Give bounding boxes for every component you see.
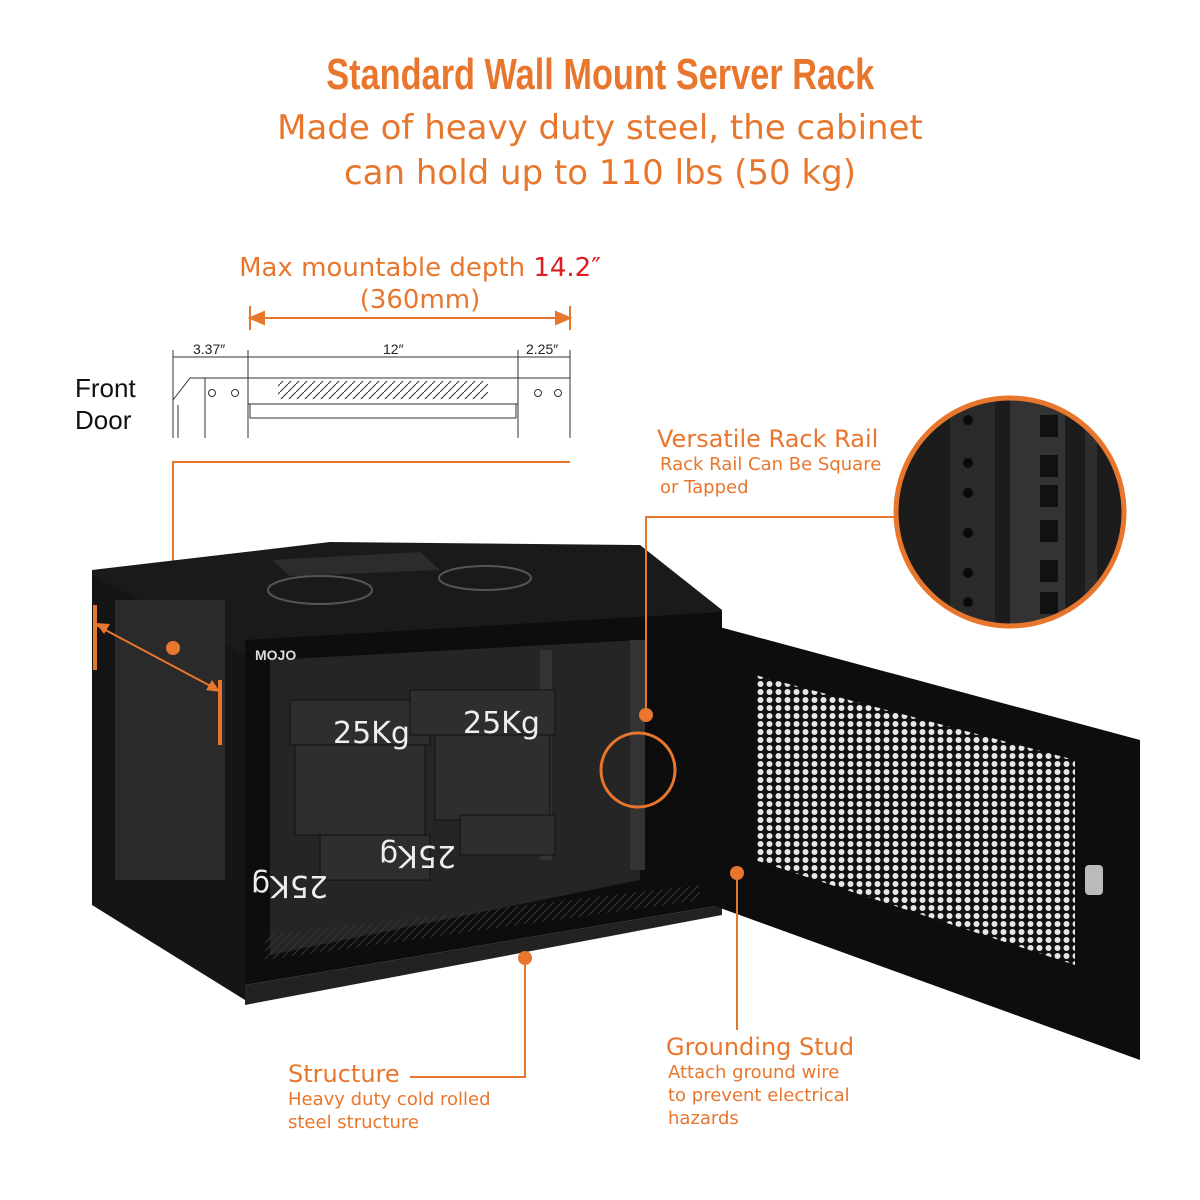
svg-text:25Kg: 25Kg [463, 706, 540, 741]
depth-metric: (360mm) [359, 285, 481, 315]
depth-value: 14.2″ [533, 253, 601, 283]
cabinet: MOJO 25Kg 25Kg 25Kg 25Kg [92, 542, 722, 1005]
depth-label-text: Max mountable depth [239, 253, 526, 283]
max-depth-label: Max mountable depth 14.2″ (360mm) [200, 252, 640, 316]
callout-structure: Structure Heavy duty cold rolled steel s… [288, 1060, 491, 1133]
dim-middle: 12″ [383, 341, 404, 357]
page-subtitle: Made of heavy duty steel, the cabinet can… [0, 106, 1200, 196]
svg-text:25Kg: 25Kg [379, 838, 456, 873]
weights [289, 689, 556, 881]
subtitle-line: can hold up to 110 lbs (50 kg) [343, 153, 857, 193]
open-door [712, 625, 1140, 1060]
rack-rail-inset [897, 399, 1123, 625]
callout-rack-rail: Versatile Rack Rail Rack Rail Can Be Squ… [657, 425, 882, 498]
page-title: Standard Wall Mount Server Rack [325, 50, 874, 99]
svg-text:25Kg: 25Kg [333, 716, 410, 751]
dim-front: 3.37″ [193, 341, 226, 357]
depth-arrow [247, 306, 573, 330]
svg-text:25Kg: 25Kg [251, 868, 328, 903]
subtitle-line: Made of heavy duty steel, the cabinet [277, 108, 923, 148]
brand-logo: MOJO [255, 647, 296, 663]
dim-rear: 2.25″ [526, 341, 559, 357]
door-lock-icon [1085, 865, 1103, 895]
callout-grounding-stud: Grounding Stud Attach ground wire to pre… [666, 1033, 855, 1129]
top-view-drawing [172, 350, 571, 438]
